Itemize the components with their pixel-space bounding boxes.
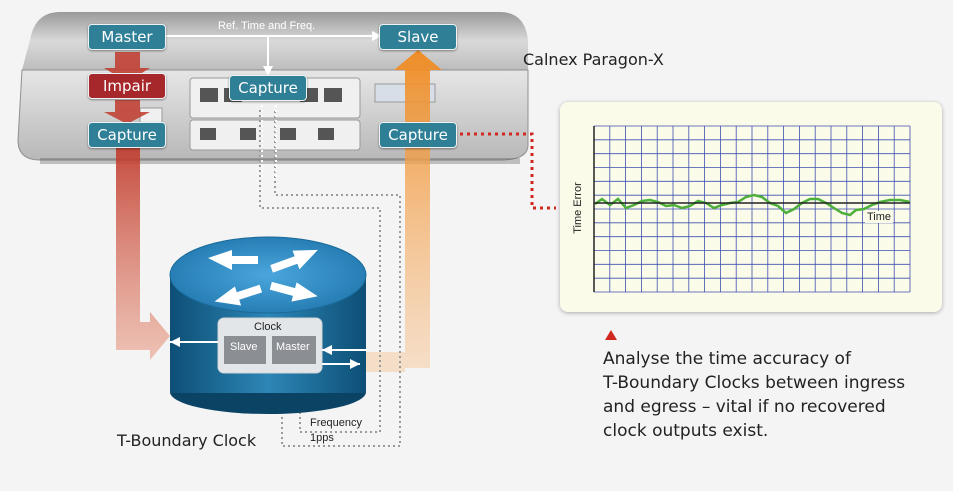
description-line-3: and egress – vital if no recovered (603, 397, 886, 417)
slave-box: Slave (379, 24, 457, 50)
capture-center-box: Capture (229, 75, 307, 101)
chart-x-label: Time (865, 211, 894, 223)
device-name: Calnex Paragon-X (523, 50, 664, 69)
time-error-trace (594, 193, 911, 217)
capture-left-box: Capture (88, 122, 166, 148)
master-box: Master (88, 24, 166, 50)
clock-slave-label: Slave (230, 341, 258, 353)
description: Analyse the time accuracy of T-Boundary … (603, 347, 943, 443)
capture-right-box: Capture (379, 122, 457, 148)
description-line-1: Analyse the time accuracy of (603, 349, 851, 369)
clock-label: Clock (254, 321, 282, 333)
pps-label: 1pps (310, 432, 334, 444)
impair-box: Impair (88, 73, 166, 99)
ref-time-label: Ref. Time and Freq. (218, 20, 316, 32)
clock-master-label: Master (276, 341, 310, 353)
time-error-chart-panel: Time Error Time (560, 102, 942, 312)
frequency-label: Frequency (310, 417, 362, 429)
chart-y-label: Time Error (572, 182, 584, 234)
description-line-2: T-Boundary Clocks between ingress (603, 373, 906, 393)
time-error-chart (593, 125, 911, 293)
chart-grid (593, 125, 911, 293)
description-line-4: clock outputs exist. (603, 421, 769, 441)
t-boundary-clock-label: T-Boundary Clock (117, 431, 257, 450)
